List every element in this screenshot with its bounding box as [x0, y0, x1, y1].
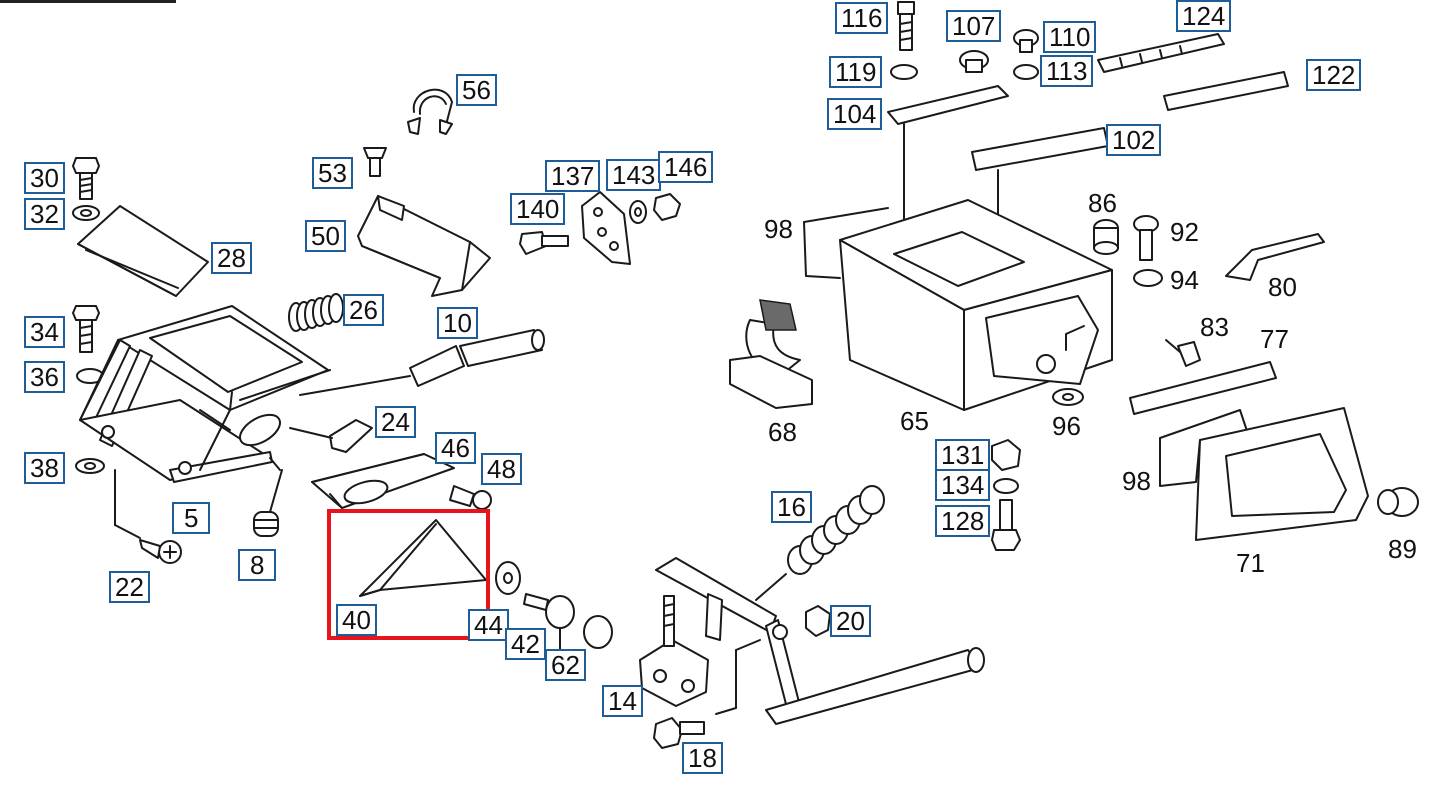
battery-box-65-drawing	[839, 199, 1113, 411]
callout-143[interactable]: 143	[606, 159, 662, 191]
callout-46[interactable]: 46	[435, 432, 476, 464]
callout-56[interactable]: 56	[456, 74, 497, 106]
callout-62[interactable]: 62	[545, 649, 586, 681]
callout-36[interactable]: 36	[24, 361, 65, 393]
callout-30[interactable]: 30	[24, 162, 65, 194]
callout-18[interactable]: 18	[682, 742, 723, 774]
callout-146[interactable]: 146	[658, 151, 714, 183]
callout-53[interactable]: 53	[312, 157, 353, 189]
callout-140[interactable]: 140	[510, 193, 566, 225]
seat-frame-drawing	[79, 305, 331, 539]
callout-5[interactable]: 5	[172, 502, 211, 534]
callout-131[interactable]: 131	[935, 439, 991, 471]
callout-44[interactable]: 44	[468, 609, 509, 641]
highlight-box-part-40	[327, 509, 490, 640]
callout-48[interactable]: 48	[481, 453, 522, 485]
label-94: 94	[1170, 265, 1199, 295]
label-98-lower: 98	[1122, 466, 1151, 496]
top-border-fragment	[0, 0, 176, 3]
lever-assembly-drawing	[655, 557, 985, 725]
label-83: 83	[1200, 312, 1229, 342]
label-98-upper: 98	[764, 214, 793, 244]
callout-28[interactable]: 28	[211, 242, 252, 274]
callout-32[interactable]: 32	[24, 198, 65, 230]
label-86: 86	[1088, 188, 1117, 218]
label-96: 96	[1052, 411, 1081, 441]
bolt-30-drawing	[72, 157, 100, 221]
callout-119[interactable]: 119	[829, 56, 883, 88]
callout-8[interactable]: 8	[238, 549, 277, 581]
callout-42[interactable]: 42	[505, 628, 546, 660]
label-68: 68	[768, 417, 797, 447]
label-92: 92	[1170, 217, 1199, 247]
callout-14[interactable]: 14	[602, 685, 643, 717]
callout-50[interactable]: 50	[305, 220, 346, 252]
callout-128[interactable]: 128	[935, 505, 991, 537]
callout-34[interactable]: 34	[24, 316, 65, 348]
label-80: 80	[1268, 272, 1297, 302]
callout-116[interactable]: 116	[835, 2, 889, 34]
label-77: 77	[1260, 324, 1289, 354]
callout-16[interactable]: 16	[771, 491, 812, 523]
label-65: 65	[900, 406, 929, 436]
callout-40[interactable]: 40	[336, 604, 377, 636]
callout-104[interactable]: 104	[827, 98, 883, 130]
callout-122[interactable]: 122	[1306, 59, 1362, 91]
spring-16-drawing	[787, 485, 885, 575]
spring-26-drawing	[288, 293, 344, 332]
callout-137[interactable]: 137	[545, 160, 601, 192]
callout-26[interactable]: 26	[343, 294, 384, 326]
callout-22[interactable]: 22	[109, 571, 150, 603]
callout-24[interactable]: 24	[375, 406, 416, 438]
plate-28-drawing	[77, 205, 209, 297]
callout-102[interactable]: 102	[1106, 124, 1162, 156]
callout-38[interactable]: 38	[24, 452, 65, 484]
label-71: 71	[1236, 548, 1265, 578]
callout-20[interactable]: 20	[830, 605, 871, 637]
callout-10[interactable]: 10	[437, 307, 478, 339]
callout-110[interactable]: 110	[1043, 21, 1097, 53]
callout-113[interactable]: 113	[1040, 55, 1094, 87]
callout-124[interactable]: 124	[1176, 0, 1232, 32]
callout-107[interactable]: 107	[946, 10, 1002, 42]
callout-134[interactable]: 134	[935, 469, 991, 501]
label-89: 89	[1388, 534, 1417, 564]
